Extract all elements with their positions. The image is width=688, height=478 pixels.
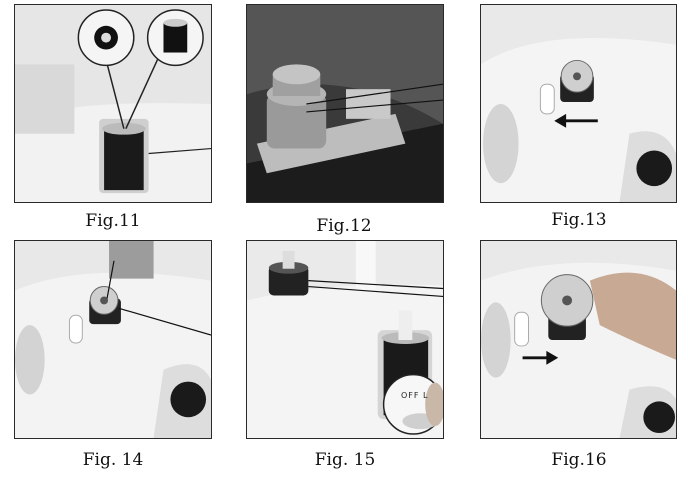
fig15-illustration xyxy=(247,241,443,438)
fig12-illustration xyxy=(247,5,443,202)
fig14-caption: Fig. 14 xyxy=(82,450,144,470)
finger xyxy=(589,272,676,360)
thread-spool xyxy=(104,128,144,191)
fig11-illustration xyxy=(15,5,211,202)
fig13-illustration xyxy=(481,5,676,202)
fig15-caption: Fig. 15 xyxy=(314,450,376,470)
fig16-photo xyxy=(480,240,677,439)
spool-pin xyxy=(266,94,327,149)
fig14-photo xyxy=(14,240,212,439)
bobbin-winder xyxy=(268,265,309,296)
fig11-caption: Fig.11 xyxy=(85,211,141,231)
fig12-caption: Fig.12 xyxy=(316,216,372,236)
fig12-photo xyxy=(246,4,444,203)
fig16-illustration xyxy=(481,241,676,438)
fig13-photo xyxy=(480,4,677,203)
fig16-caption: Fig.16 xyxy=(551,450,607,470)
fig15-photo: OFF L xyxy=(246,240,444,439)
fig14-illustration xyxy=(15,241,211,438)
fig13-caption: Fig.13 xyxy=(551,210,607,230)
switch-label: OFF L xyxy=(401,391,429,400)
fig11-photo xyxy=(14,4,212,203)
